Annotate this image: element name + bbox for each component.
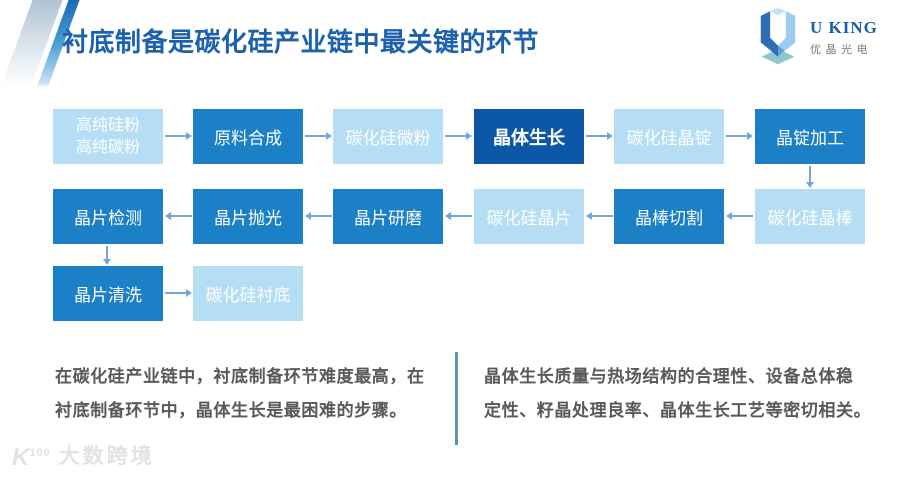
arrow-left-icon [445, 208, 472, 224]
arrow-right-icon [165, 285, 192, 301]
brand-name: U KING [810, 17, 878, 37]
arrow-right-icon [445, 128, 472, 144]
flow-node-ingot-processing: 晶锭加工 [755, 109, 865, 164]
arrow-right-icon [305, 128, 332, 144]
vertical-divider [455, 352, 458, 445]
arrow-right-icon [586, 128, 613, 144]
flow-node-boule-cutting: 晶棒切割 [614, 189, 724, 244]
arrow-left-icon [165, 208, 192, 224]
arrow-left-icon [305, 208, 332, 224]
arrow-right-icon [165, 128, 192, 144]
flow-node-sic-boule: 碳化硅晶棒 [755, 189, 865, 244]
flow-node-raw-synthesis: 原料合成 [193, 109, 303, 164]
arrow-left-icon [726, 208, 753, 224]
watermark-logo-icon: K100 [12, 444, 51, 471]
uking-logo-icon [760, 8, 796, 65]
flow-node-label: 高纯碳粉 [75, 138, 140, 156]
brand-subtitle: 优晶光电 [810, 43, 872, 56]
note-left: 在碳化硅产业链中，衬底制备环节难度最高，在 衬底制备环节中，晶体生长是最困难的步… [55, 360, 447, 428]
flow-node-sic-micropowder: 碳化硅微粉 [333, 109, 443, 164]
arrow-left-icon [586, 208, 613, 224]
arrow-down-icon [802, 166, 818, 188]
flow-node-sic-ingot: 碳化硅晶锭 [614, 109, 724, 164]
arrow-right-icon [726, 128, 753, 144]
flow-node-wafer-inspection: 晶片检测 [53, 189, 163, 244]
flow-node-wafer-polishing: 晶片抛光 [193, 189, 303, 244]
note-right: 晶体生长质量与热场结构的合理性、设备总体稳 定性、籽晶处理良率、晶体生长工艺等密… [484, 360, 892, 428]
brand-logo: U KING 优晶光电 [754, 8, 878, 66]
flow-node-raw-powder: 高纯硅粉 高纯碳粉 [53, 109, 163, 164]
flow-node-label: 高纯硅粉 [75, 116, 140, 134]
flow-node-sic-substrate: 碳化硅衬底 [193, 266, 303, 321]
note-line: 衬底制备环节中，晶体生长是最困难的步骤。 [55, 401, 407, 420]
watermark-label: 大数跨境 [58, 445, 155, 468]
flow-node-wafer-grinding: 晶片研磨 [333, 189, 443, 244]
note-line: 定性、籽晶处理良率、晶体生长工艺等密切相关。 [484, 401, 872, 420]
flow-node-wafer-cleaning: 晶片清洗 [53, 266, 163, 321]
flow-node-crystal-growth: 晶体生长 [474, 109, 584, 164]
watermark: K100 大数跨境 [12, 440, 155, 470]
note-line: 晶体生长质量与热场结构的合理性、设备总体稳 [484, 367, 854, 386]
flow-node-sic-wafer: 碳化硅晶片 [474, 189, 584, 244]
note-line: 在碳化硅产业链中，衬底制备环节难度最高，在 [55, 367, 425, 386]
brand-text-block: U KING 优晶光电 [810, 18, 878, 57]
arrow-down-icon [99, 246, 115, 265]
page-title: 衬底制备是碳化硅产业链中最关键的环节 [62, 27, 540, 57]
